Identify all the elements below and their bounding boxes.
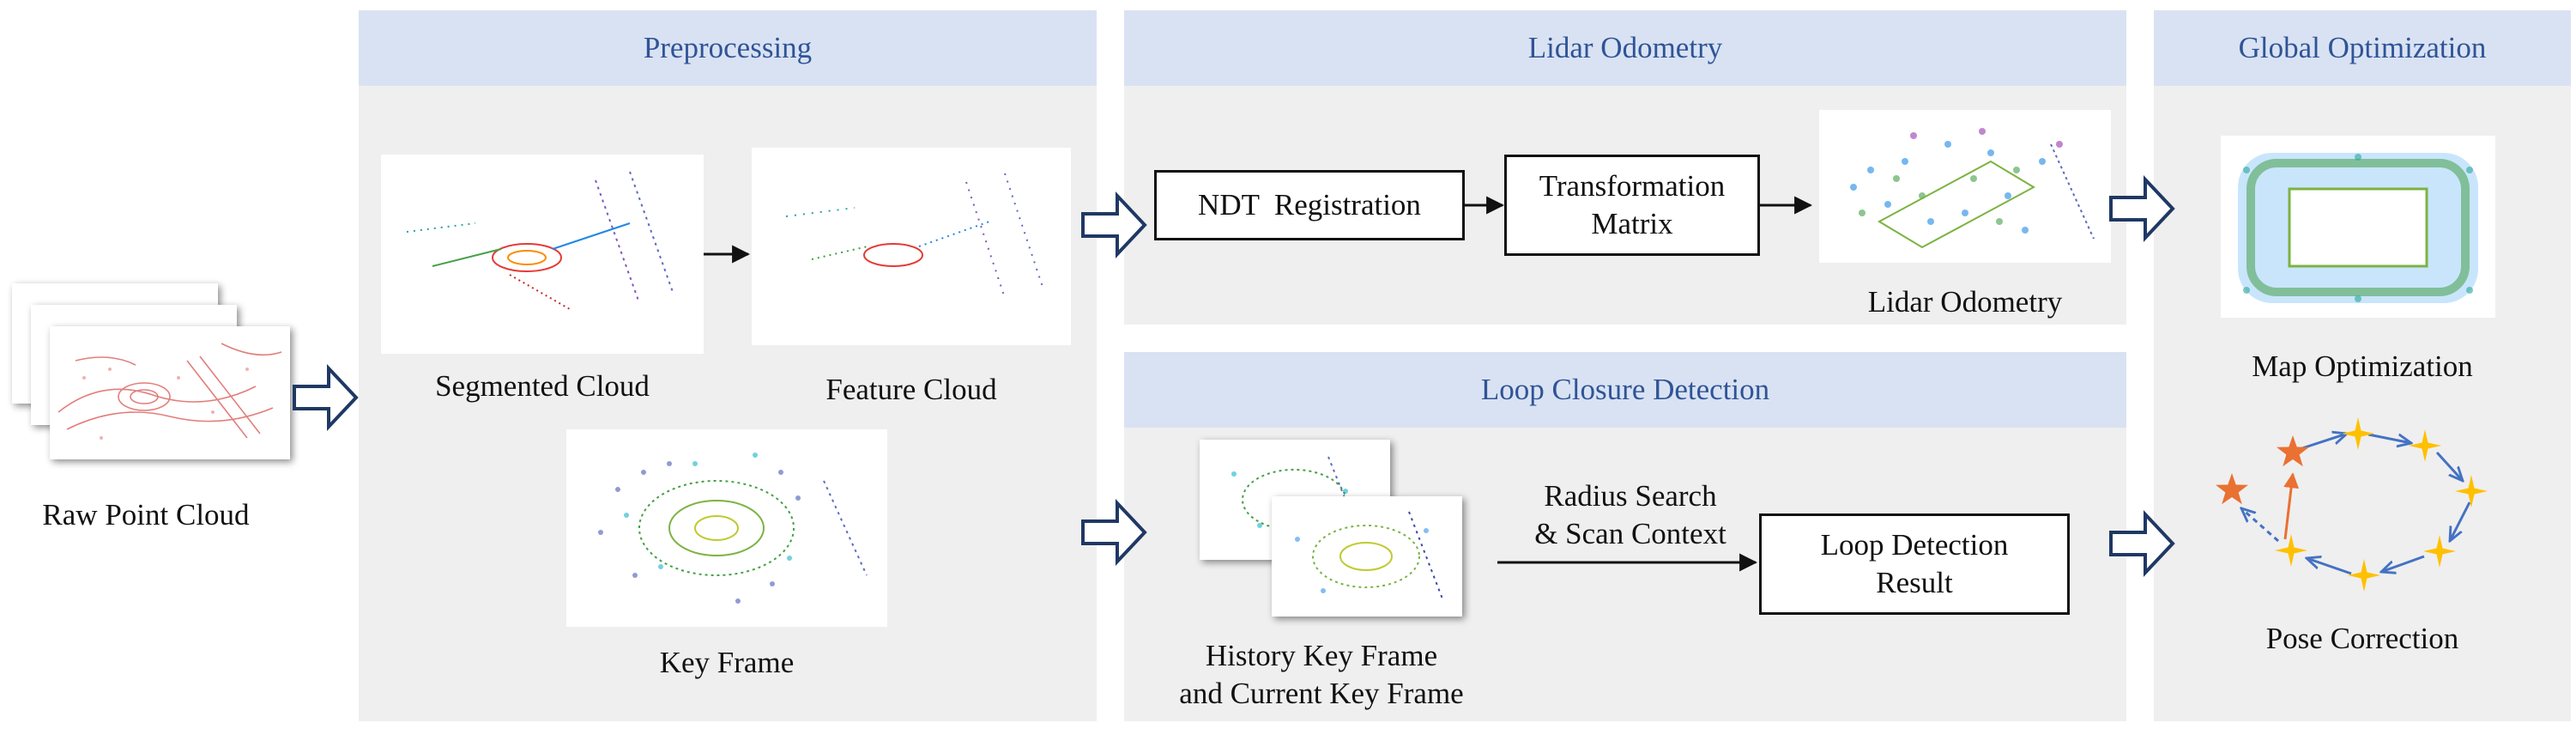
pose-edge	[2307, 558, 2352, 575]
history-key-frame-line1: History Key Frame	[1205, 639, 1438, 672]
map-optimization-label: Map Optimization	[2252, 349, 2473, 383]
transformation-matrix-line2: Matrix	[1591, 207, 1673, 240]
lidar-odometry-header: Lidar Odometry	[1124, 10, 2126, 86]
loop-to-global-arrow	[2109, 509, 2175, 578]
radius-search-line1: Radius Search	[1544, 479, 1717, 513]
lidar-odometry-result-label: Lidar Odometry	[1867, 285, 2063, 319]
pose-edge	[2299, 434, 2347, 451]
pose-node-yellow	[2275, 534, 2307, 567]
preprocessing-header: Preprocessing	[359, 10, 1097, 86]
preprocessing-to-odometry-arrow	[1081, 191, 1147, 259]
raw-point-cloud-label: Raw Point Cloud	[42, 498, 250, 532]
pose-node-yellow	[2455, 475, 2488, 507]
pose-edge	[2381, 555, 2425, 572]
radius-search-line2: & Scan Context	[1534, 516, 1726, 550]
pose-node-orange	[2216, 473, 2248, 505]
raw-to-preprocessing-arrow	[293, 363, 359, 432]
pose-node-orange	[2277, 435, 2309, 467]
odometry-to-global-arrow	[2109, 174, 2175, 243]
feature-cloud-label: Feature Cloud	[825, 373, 997, 406]
pose-edge	[2435, 451, 2463, 481]
pose-node-yellow	[2423, 535, 2456, 568]
ndt-registration-label: NDT Registration	[1198, 188, 1421, 222]
pose-edge	[2450, 501, 2471, 541]
map-optimization-image	[2221, 136, 2495, 318]
pose-node-yellow	[2342, 417, 2374, 450]
loop-closure-header: Loop Closure Detection	[1124, 352, 2126, 428]
ndt-registration-box: NDT Registration	[1154, 170, 1465, 240]
transformation-matrix-line1: Transformation	[1539, 169, 1726, 204]
radius-search-label: Radius Search & Scan Context	[1493, 477, 1768, 553]
current-key-frame-image	[1272, 496, 1462, 617]
loop-detection-result-line1: Loop Detection	[1820, 528, 2009, 562]
transformation-matrix-box: Transformation Matrix	[1504, 155, 1760, 256]
pose-edge	[2241, 508, 2279, 543]
pose-edge	[2367, 433, 2411, 443]
segmented-cloud-label: Segmented Cloud	[435, 369, 650, 403]
history-key-frame-label: History Key Frame and Current Key Frame	[1150, 637, 1493, 713]
global-optimization-header: Global Optimization	[2154, 10, 2571, 86]
pose-correction-label: Pose Correction	[2265, 622, 2459, 655]
loop-detection-result-box: Loop Detection Result	[1759, 513, 2070, 615]
history-key-frame-line2: and Current Key Frame	[1179, 676, 1464, 710]
pose-correction-edge	[2283, 472, 2300, 540]
segmented-cloud-image	[381, 155, 704, 354]
raw-cloud-image	[50, 326, 290, 459]
lidar-odometry-image	[1819, 110, 2111, 263]
feature-cloud-image	[752, 148, 1071, 345]
key-frame-image	[566, 429, 887, 627]
preprocessing-to-loop-arrow	[1081, 498, 1147, 567]
pose-node-yellow	[2409, 429, 2441, 462]
key-frame-label: Key Frame	[659, 646, 795, 679]
global-optimization-panel: Global Optimization	[2154, 10, 2571, 721]
loop-detection-result-line2: Result	[1876, 566, 1953, 599]
pose-node-yellow	[2348, 559, 2380, 592]
